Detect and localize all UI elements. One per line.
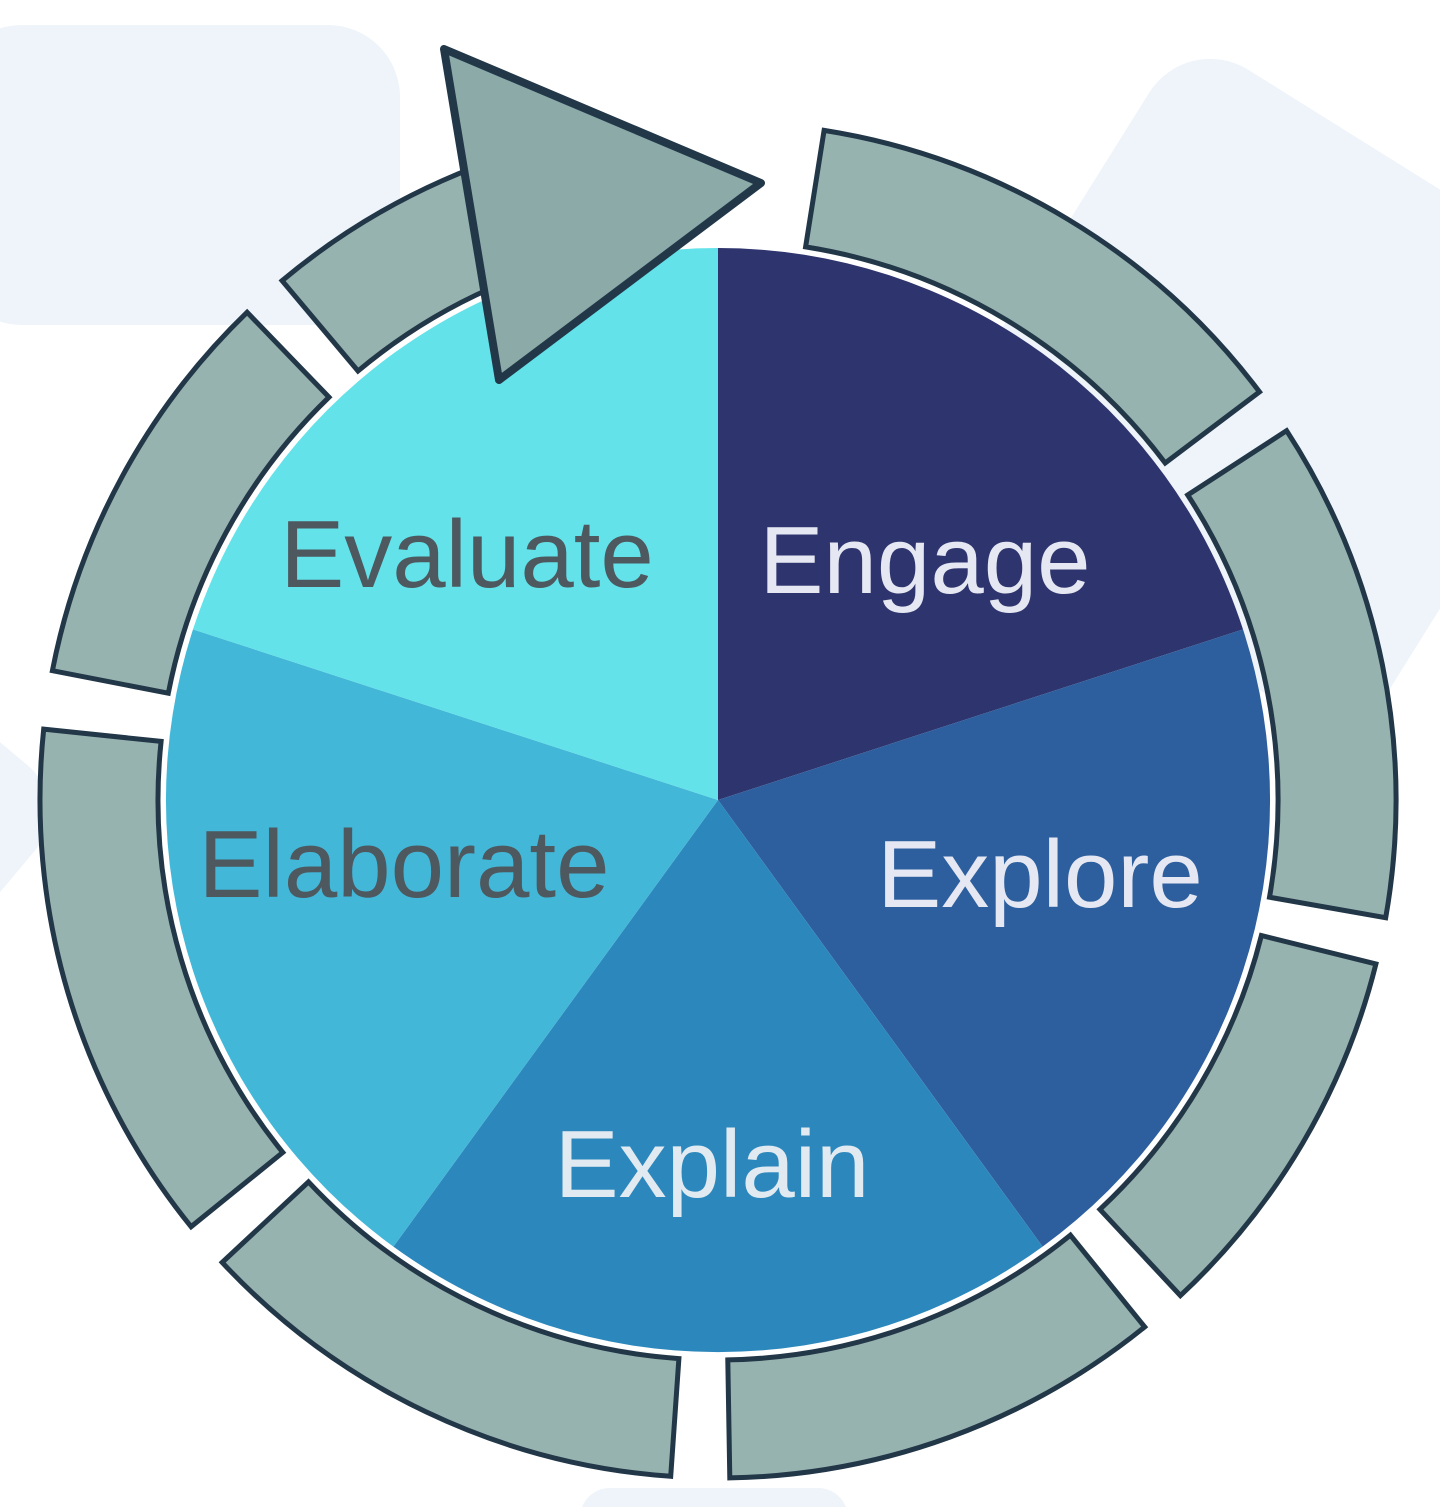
label-evaluate: Evaluate (280, 501, 654, 608)
ring-segment-top-right (802, 127, 1264, 467)
slice-explore (718, 629, 1271, 1247)
ring-segment-bottom-right (725, 1231, 1149, 1481)
ring-segment-right-upper (1184, 427, 1399, 921)
cycle-arrow-icon (440, 45, 765, 384)
label-explain: Explain (555, 1111, 870, 1218)
label-elaborate: Elaborate (199, 811, 610, 918)
ring-segment-bottom-left (218, 1178, 682, 1479)
background-shape-bottom (582, 1488, 846, 1507)
slice-evaluate (193, 248, 718, 800)
slice-engage (718, 248, 1243, 800)
ring-segment-right-lower (1096, 932, 1379, 1300)
slice-elaborate (165, 629, 719, 1247)
slice-explain (393, 800, 1043, 1353)
label-explore: Explore (877, 821, 1203, 928)
ring-segment-left-lower (37, 726, 287, 1231)
label-engage: Engage (760, 507, 1091, 614)
background-shape-top-left (0, 25, 400, 325)
ring-segment-left-upper (49, 308, 333, 697)
